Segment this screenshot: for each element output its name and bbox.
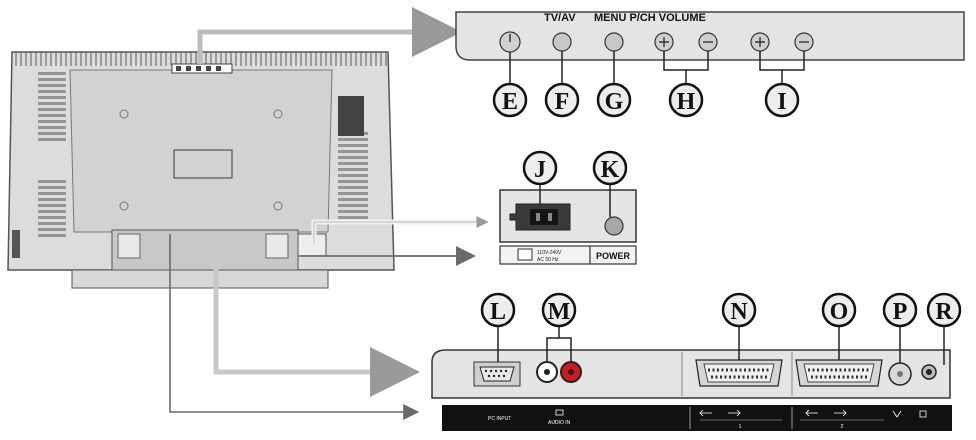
callout-r: R (926, 292, 962, 328)
ac-power-socket[interactable] (509, 203, 571, 231)
audio-in-label: AUDIO IN (548, 420, 571, 426)
tvav-button[interactable] (552, 32, 572, 52)
svg-text:E: E (502, 89, 518, 115)
scart-2-port[interactable] (795, 359, 883, 387)
power-button[interactable] (499, 31, 521, 53)
connector-label-strip: PC INPUT AUDIO IN 1 2 (442, 405, 952, 431)
connector-panel (431, 326, 951, 399)
ac-socket-icon (517, 248, 533, 261)
scart-1-in-icon (699, 409, 712, 417)
plus-icon (659, 37, 669, 47)
scart-2-label: 2 (841, 424, 844, 430)
ac-rating-line1: 110V-240V (537, 250, 562, 256)
pc-input-label: PC INPUT (488, 416, 511, 422)
svg-text:M: M (548, 299, 571, 325)
pointer-arrows (169, 7, 489, 420)
callout-e: E (492, 82, 528, 118)
ac-rating-line2: AC 50 Hz (537, 257, 559, 263)
callout-f: F (544, 82, 580, 118)
callout-k: K (592, 150, 628, 186)
svg-text:J: J (534, 157, 546, 183)
audio-icon (555, 409, 564, 416)
plus-icon (755, 37, 765, 47)
scart-2-in-icon (805, 409, 818, 417)
scart-1-out-icon (728, 409, 741, 417)
scart-1-label: 1 (739, 424, 742, 430)
svg-text:I: I (777, 89, 786, 115)
svg-text:R: R (935, 299, 953, 325)
power-label-plate (499, 245, 637, 265)
antenna-port[interactable] (888, 362, 912, 386)
svg-text:P: P (893, 299, 908, 325)
audio-in-red-jack[interactable] (560, 361, 582, 383)
volume-down-button[interactable] (794, 32, 814, 52)
callout-i: I (764, 82, 800, 118)
callout-l: L (480, 292, 516, 328)
svg-text:H: H (677, 89, 696, 115)
svg-text:L: L (490, 299, 506, 325)
headphone-jack[interactable] (921, 364, 937, 380)
menu-pch-volume-label: MENU P/CH VOLUME (594, 12, 706, 24)
callout-m: M (541, 292, 577, 328)
power-switch[interactable] (604, 216, 624, 236)
svg-text:G: G (605, 89, 624, 115)
power-label: POWER (596, 251, 631, 261)
svg-text:O: O (830, 299, 849, 325)
svg-text:K: K (601, 157, 620, 183)
channel-up-button[interactable] (654, 32, 674, 52)
tv-rear-view (7, 51, 395, 289)
menu-button[interactable] (604, 32, 624, 52)
svg-text:N: N (730, 299, 748, 325)
channel-down-button[interactable] (698, 32, 718, 52)
callout-p: P (882, 292, 918, 328)
callout-j: J (522, 150, 558, 186)
tvav-label: TV/AV (544, 12, 576, 24)
svg-text:F: F (555, 89, 570, 115)
volume-up-button[interactable] (750, 32, 770, 52)
callout-o: O (821, 292, 857, 328)
power-panel: 110V-240V AC 50 Hz POWER (499, 184, 637, 265)
control-panel: TV/AV MENU P/CH VOLUME (455, 11, 965, 84)
scart-1-port[interactable] (695, 359, 783, 387)
audio-in-white-jack[interactable] (536, 361, 558, 383)
antenna-icon (892, 410, 902, 418)
callout-h: H (668, 82, 704, 118)
vga-port[interactable] (473, 361, 521, 387)
scart-2-out-icon (834, 409, 847, 417)
callout-g: G (596, 82, 632, 118)
headphone-icon (919, 410, 927, 418)
callout-n: N (721, 292, 757, 328)
